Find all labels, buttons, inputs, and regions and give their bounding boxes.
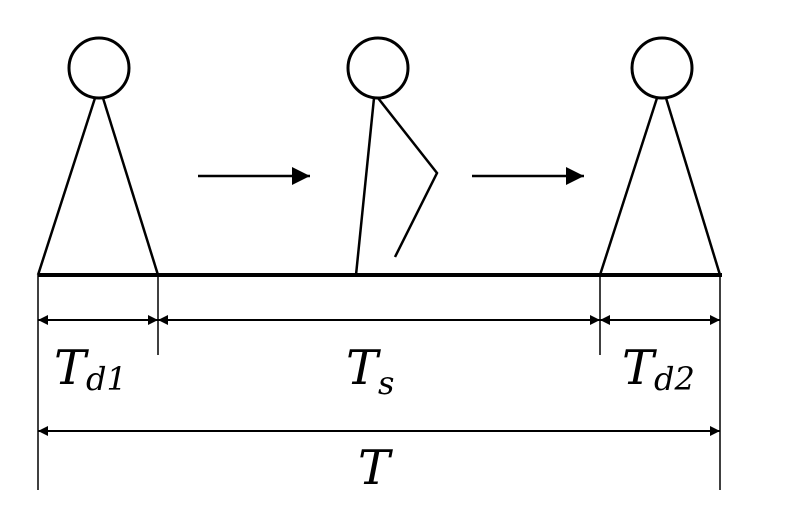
label-ts-main: T bbox=[346, 340, 381, 396]
label-ts: Ts bbox=[346, 340, 394, 402]
label-td2-subscript: d2 bbox=[654, 360, 695, 398]
figure-double-support-2 bbox=[598, 36, 722, 276]
figure-head bbox=[346, 36, 410, 100]
label-td1-subscript: d1 bbox=[86, 360, 127, 398]
label-ts-subscript: s bbox=[378, 364, 394, 402]
figure-leg-left bbox=[598, 97, 659, 276]
figure-leg-left bbox=[36, 97, 97, 276]
label-t: T bbox=[358, 440, 393, 496]
figure-swing-leg bbox=[377, 97, 439, 258]
figure-head bbox=[67, 36, 131, 100]
figure-head bbox=[630, 36, 694, 100]
label-td1-main: T bbox=[54, 340, 89, 396]
figure-stance-leg bbox=[354, 97, 376, 276]
figure-leg-right bbox=[664, 97, 722, 276]
figure-double-support-1 bbox=[36, 36, 160, 276]
label-td2: Td2 bbox=[622, 340, 695, 398]
label-td1: Td1 bbox=[54, 340, 127, 398]
figure-leg-right bbox=[101, 97, 160, 276]
figure-single-support bbox=[346, 36, 439, 276]
label-td2-main: T bbox=[622, 340, 657, 396]
